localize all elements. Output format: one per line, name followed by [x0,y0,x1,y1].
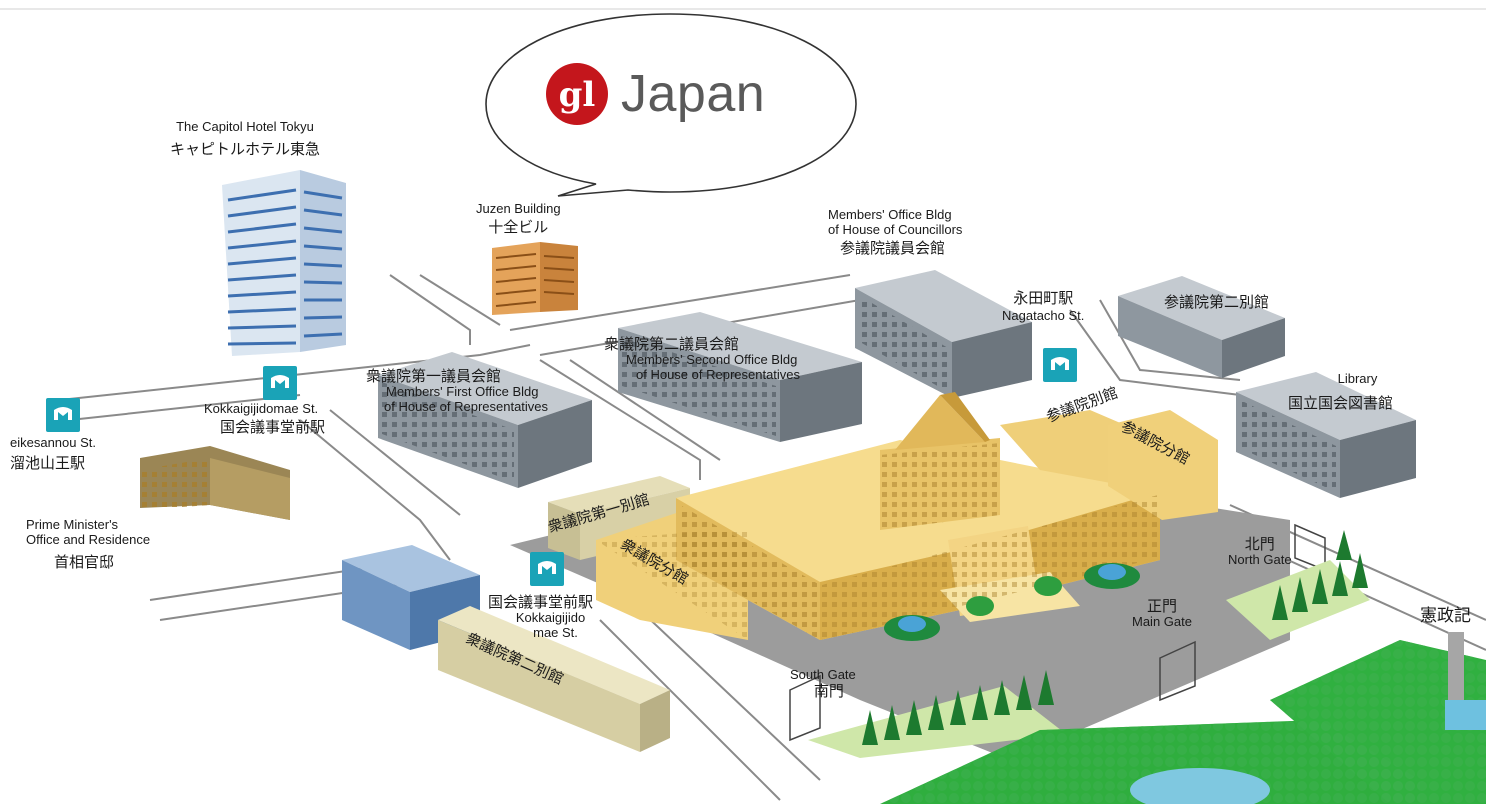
library-en: Library [1337,371,1378,386]
gl-logo-mark: gl [559,75,596,115]
main-gate-jp: 正門 [1146,598,1177,615]
councillors-en-1: Members' Office Bldg [828,207,952,222]
pm-office-en-2: Office and Residence [26,531,151,547]
metro-station-icon [46,398,80,432]
north-gate-label: 北門 North Gate [1228,536,1292,568]
fountains [884,563,1140,641]
kokkai-station-label: 国会議事堂前駅 Kokkaigijido mae St. [488,594,593,641]
kokkaigijidomae-en: Kokkaigijidomae St. [204,401,319,416]
second-office-label: 衆議院第二議員会館 Members' Second Office Bldg of… [604,336,800,383]
kokkai-station-en-2: mae St. [533,625,578,641]
nagatacho-label: 永田町駅 Nagatacho St. [1002,290,1084,324]
north-gate-jp: 北門 [1244,536,1275,553]
nagatacho-en: Nagatacho St. [1002,308,1085,324]
metro-station-icon [1043,348,1077,382]
office-windows [382,296,1336,492]
juzen-jp: 十全ビル [488,218,549,236]
metro-station-icon [263,366,297,400]
councillors-annex2-label: 参議院第二別館 [1164,294,1270,311]
pm-office-label: Prime Minister's Office and Residence 首相… [26,517,151,571]
kokkai-station-en-1: Kokkaigijido [515,610,586,626]
capitol-hotel-en: The Capitol Hotel Tokyu [176,119,314,134]
nagatacho-jp: 永田町駅 [1013,290,1074,307]
main-gate-en: Main Gate [1132,614,1192,630]
capitol-hotel-label: The Capitol Hotel Tokyu キャピトルホテル東急 [170,119,321,158]
first-office-jp: 衆議院第一議員会館 [366,368,502,385]
second-office-jp: 衆議院第二議員会館 [604,336,740,353]
juzen-building [492,242,578,315]
south-gate-label: South Gate 南門 [790,667,856,700]
kensei-label: 憲政記 [1420,606,1471,625]
tree-rows [862,530,1368,745]
library-label: Library 国立国会図書館 [1288,371,1394,412]
gl-logo-icon: gl [546,63,608,125]
kokkaigijidomae-jp: 国会議事堂前駅 [220,418,326,436]
second-office-en-2: of House of Representatives [636,367,801,383]
first-office-en-2: of House of Representatives [384,399,549,415]
juzen-en: Juzen Building [476,201,561,216]
cream-annexes [438,476,690,752]
library-jp: 国立国会図書館 [1288,394,1394,412]
pm-office-building [140,446,290,520]
kokkai-station-jp: 国会議事堂前駅 [488,594,594,611]
tameike-jp: 溜池山王駅 [10,454,86,472]
councillors-office-label: Members' Office Bldg of House of Council… [828,207,963,257]
main-gate-label: 正門 Main Gate [1132,598,1192,630]
gl-japan-logo: gl Japan [545,62,765,126]
metro-station-icon [530,552,564,586]
south-gate-jp: 南門 [813,682,844,700]
pm-office-jp: 首相官邸 [54,553,115,571]
first-office-en-1: Members' First Office Bldg [386,384,539,400]
capitol-hotel-building [222,170,346,356]
councillors-jp: 参議院議員会館 [840,239,946,257]
first-office-label: 衆議院第一議員会館 Members' First Office Bldg of … [366,368,548,415]
juzen-label: Juzen Building 十全ビル [476,201,561,236]
kokkaigijidomae-label: Kokkaigijidomae St. 国会議事堂前駅 [204,401,326,436]
north-gate-en: North Gate [1228,552,1292,568]
councillors-en-2: of House of Councillors [828,221,963,237]
south-gate-en: South Gate [790,667,856,682]
speech-bubble [485,13,857,197]
capitol-hotel-jp: キャピトルホテル東急 [170,140,321,158]
pm-office-en-1: Prime Minister's [26,517,119,532]
second-office-en-1: Members' Second Office Bldg [626,352,798,368]
tameike-label: eikesannou St. 溜池山王駅 [10,435,97,472]
logo-text: Japan [621,65,766,123]
tameike-en: eikesannou St. [10,435,97,450]
